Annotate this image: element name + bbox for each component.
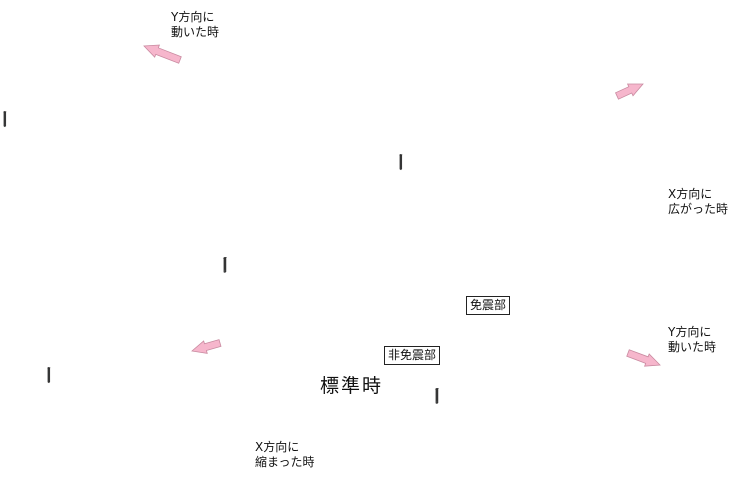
arrow-top-right bbox=[615, 83, 644, 100]
plate-standard bbox=[222, 256, 228, 273]
label-top-right-line1: X方向に bbox=[668, 187, 713, 201]
label-bottom-left: X方向に 縮まった時 bbox=[255, 440, 315, 470]
label-bottom-right-line1: Y方向に bbox=[668, 325, 712, 339]
plate-top-right bbox=[399, 153, 403, 171]
label-bottom-left-line1: X方向に bbox=[255, 440, 300, 454]
arrow-top-left bbox=[143, 44, 182, 64]
label-bottom-left-line2: 縮まった時 bbox=[255, 455, 315, 469]
label-top-left-line2: 動いた時 bbox=[171, 25, 220, 39]
arrow-bottom-left bbox=[191, 339, 222, 354]
label-top-left: Y方向に 動いた時 bbox=[171, 10, 219, 40]
label-top-right-line2: 広がった時 bbox=[668, 202, 729, 216]
label-top-left-line1: Y方向に bbox=[171, 10, 215, 24]
label-non-isolated: 非免震部 bbox=[384, 346, 441, 365]
plate-bottom-left bbox=[47, 366, 51, 384]
arrow-bottom-right bbox=[626, 349, 661, 367]
plate-bottom-right bbox=[434, 387, 439, 404]
label-isolated: 免震部 bbox=[466, 296, 511, 315]
label-standard: 標準時 bbox=[320, 375, 384, 397]
plate-top-left bbox=[3, 110, 7, 128]
label-bottom-right-line2: 動いた時 bbox=[668, 340, 717, 354]
label-top-right: X方向に 広がった時 bbox=[668, 187, 728, 217]
label-bottom-right: Y方向に 動いた時 bbox=[668, 325, 716, 355]
